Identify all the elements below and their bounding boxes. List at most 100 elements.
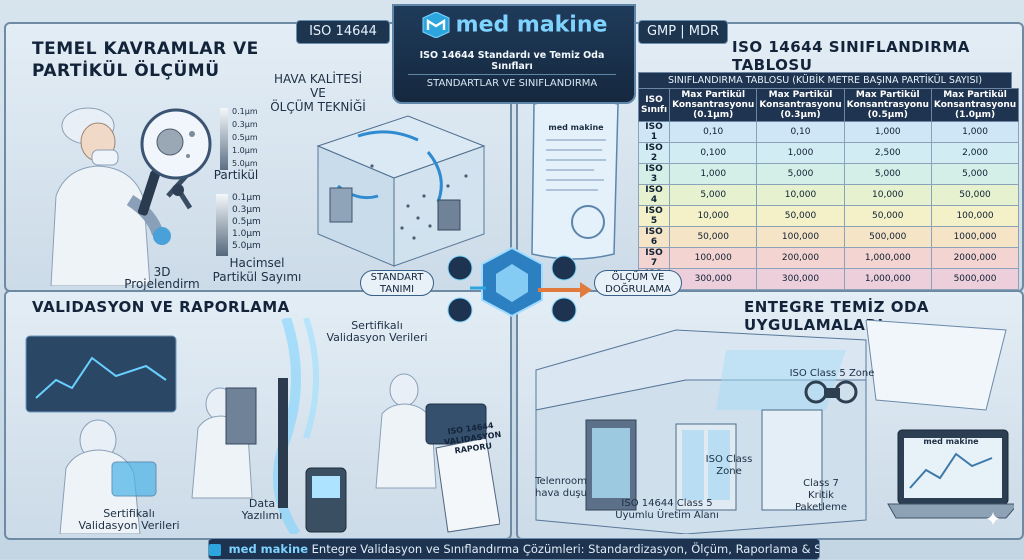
med-makine-logo-icon xyxy=(422,11,450,39)
scale-tick: 5.0µm xyxy=(232,241,261,251)
concentration-cell: 0,10 xyxy=(756,121,845,143)
table-header-cell: Max Partikül Konsantrasyonu (0.5µm) xyxy=(843,88,932,122)
cleanroom-facility-illustration xyxy=(535,320,1014,534)
concentration-cell: 100,000 xyxy=(930,205,1020,227)
concentration-cell: 10,000 xyxy=(669,205,758,227)
scale-tick: 0.5µm xyxy=(232,217,261,227)
concentration-cell: 300,000 xyxy=(669,268,758,290)
panel-title-validation: VALIDASYON VE RAPORLAMA xyxy=(32,298,290,316)
concentration-cell: 1,000,000 xyxy=(843,268,932,290)
cert-label-bottom: Sertifikalı Validasyon Verileri xyxy=(78,507,180,532)
sparkle-icon: ✦ xyxy=(984,507,1002,531)
concentration-cell: 50,000 xyxy=(669,226,758,248)
scale-tick: 5.0µm xyxy=(232,159,258,168)
concentration-cell: 300,000 xyxy=(756,268,845,290)
gmp-mdr-tag: GMP | MDR xyxy=(638,20,728,44)
standard-definition-pill: STANDART TANIMI xyxy=(360,270,434,296)
concentration-cell: 0,100 xyxy=(669,142,758,164)
particle-label: Partikül xyxy=(213,168,259,182)
panel-title-integrated: ENTEGRE TEMİZ ODA UYGULAMALARI xyxy=(744,298,930,334)
laptop-brand: med makine xyxy=(923,437,979,446)
cleanroom-airflow-illustration xyxy=(316,115,486,267)
concentration-cell: 1,000 xyxy=(843,121,932,143)
footer-brand: med makine xyxy=(228,542,308,556)
concentration-cell: 2,000 xyxy=(930,142,1020,164)
concentration-cell: 1,000 xyxy=(756,142,845,164)
concentration-cell: 50,000 xyxy=(756,205,845,227)
air-shower-label: Telenroom hava duşu xyxy=(535,476,587,499)
scale-tick: 0.3µm xyxy=(232,120,258,129)
technician-illustration xyxy=(50,107,193,286)
scale-tick: 0.1µm xyxy=(232,107,258,116)
center-flow-hub xyxy=(447,246,592,323)
scale-tick: 1.0µm xyxy=(232,146,258,155)
document-brand: med makine xyxy=(548,123,604,132)
footer-bar: med makine Entegre Validasyon ve Sınıfla… xyxy=(208,538,820,560)
iso-14644-tag: ISO 14644 xyxy=(296,20,390,44)
concentration-cell: 10,000 xyxy=(756,184,845,206)
footer-logo-icon xyxy=(209,543,221,556)
table-header-cell: Max Partikül Konsantrasyonu (0.3µm) xyxy=(756,88,845,122)
concentration-cell: 5,000 xyxy=(930,163,1020,185)
cert-label-top: Sertifikalı Validasyon Verileri xyxy=(326,319,428,344)
header-subtitle: ISO 14644 Standardı ve Temiz Oda Sınıfla… xyxy=(419,50,605,72)
projection-label: 3D Projelendirm xyxy=(124,265,200,291)
footer-text: Entegre Validasyon ve Sınıflandırma Çözü… xyxy=(311,542,819,556)
iso-class-cell: ISO 1 xyxy=(637,121,671,143)
header-section-label: STANDARTLAR VE SINIFLANDIRMA xyxy=(408,74,616,93)
concentration-cell: 100,000 xyxy=(756,226,845,248)
panel-validation-reporting: VALIDASYON VE RAPORLAMA Sertifikalı Vali… xyxy=(4,290,512,540)
concentration-cell: 50,000 xyxy=(930,184,1020,206)
concentration-cell: 2000,000 xyxy=(930,247,1020,269)
concentration-cell: 5,000 xyxy=(669,184,758,206)
scale-tick: 0.3µm xyxy=(232,205,261,215)
concentration-cell: 10,000 xyxy=(843,184,932,206)
particle-magnifier xyxy=(140,108,212,180)
scale-tick: 0.1µm xyxy=(232,193,261,203)
concentration-cell: 100,000 xyxy=(669,247,758,269)
iso-class5-zone-label: ISO Class 5 Zone xyxy=(789,368,875,379)
table-header-cell: Max Partikül Konsantrasyonu (1.0µm) xyxy=(930,88,1020,122)
concentration-cell: 200,000 xyxy=(756,247,845,269)
brand-name: med makine xyxy=(455,12,608,38)
panel-title-basic-concepts: TEMEL KAVRAMLAR VE PARTİKÜL ÖLÇÜMÜ xyxy=(32,38,259,82)
scale-tick: 0.5µm xyxy=(232,133,258,142)
concentration-cell: 1000,000 xyxy=(930,226,1020,248)
concentration-cell: 50,000 xyxy=(843,205,932,227)
panel-classification-table: ISO 14644 SINIFLANDIRMA TABLOSU med maki… xyxy=(516,22,1024,292)
header-banner: med makine ISO 14644 Standardı ve Temiz … xyxy=(392,4,636,104)
class5-production-label: ISO 14644 Class 5 Uyumlu Üretim Alanı xyxy=(615,498,719,521)
concentration-cell: 500,000 xyxy=(843,226,932,248)
table-header-cell: ISO Sınıfı xyxy=(637,88,671,122)
concentration-cell: 1,000,000 xyxy=(843,247,932,269)
brand-logo: med makine xyxy=(414,11,614,42)
iso-class-cell: ISO 4 xyxy=(637,184,671,206)
concentration-cell: 5000,000 xyxy=(930,289,1020,290)
concentration-cell: 5000,000 xyxy=(930,268,1020,290)
concentration-cell: 2,500 xyxy=(843,142,932,164)
concentration-cell: 5,000 xyxy=(756,163,845,185)
title-line1: TEMEL KAVRAMLAR VE xyxy=(32,39,259,59)
air-quality-label: HAVA KALİTESİ VE ÖLÇÜM TEKNİĞİ xyxy=(270,72,366,114)
title-line2: PARTİKÜL ÖLÇÜMÜ xyxy=(32,61,220,81)
scale-tick: 1.0µm xyxy=(232,229,261,239)
data-software-label: Data Yazılımı xyxy=(241,497,283,522)
volume-count-label: Hacimsel Partikül Sayımı xyxy=(212,256,302,284)
concentration-cell: 1,000 xyxy=(930,121,1020,143)
concentration-cell: 1,000 xyxy=(669,163,758,185)
iso-class-zone-label: ISO Class Zone xyxy=(705,454,753,477)
table-header-cell: Max Partikül Konsantrasyonu (0.1µm) xyxy=(669,88,758,122)
panel-title-classification: ISO 14644 SINIFLANDIRMA TABLOSU xyxy=(732,38,970,74)
